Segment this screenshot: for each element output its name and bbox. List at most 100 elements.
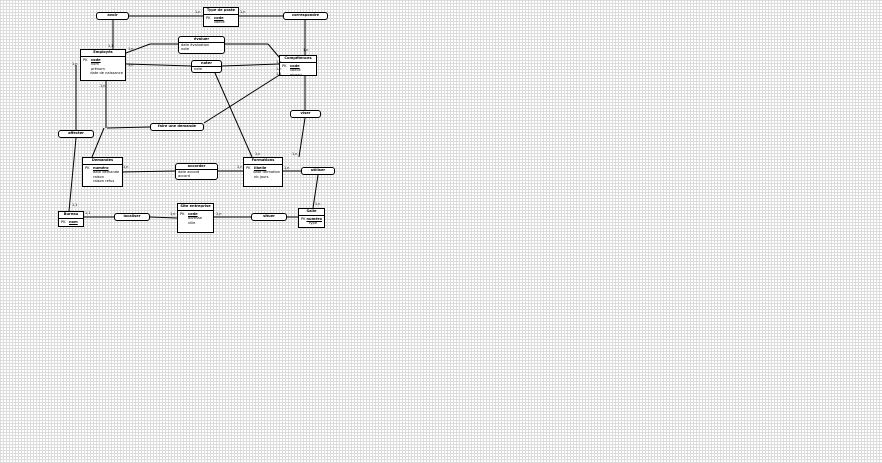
cardinality-label: 1,n	[303, 48, 309, 52]
cardinality-label: 1,n	[237, 165, 243, 169]
relation-attribute: date accord	[178, 170, 200, 174]
cardinality-label: 1,1	[85, 211, 91, 215]
link-line-12	[298, 117, 306, 158]
attribute-key	[85, 179, 93, 184]
entity-title: Compétences	[280, 56, 316, 63]
link-line-13	[203, 73, 282, 124]
relation-localiser[interactable]: localiser	[114, 213, 150, 221]
relation-attribute: accord	[178, 174, 191, 179]
attribute-key	[206, 20, 214, 25]
cardinality-label: 1,n	[128, 63, 134, 67]
cardinality-label: 1,1	[108, 44, 114, 48]
attribute-name: type	[309, 221, 318, 226]
entity-attribute: raison refus	[85, 179, 120, 184]
attribute-key	[301, 221, 309, 226]
relation-affecter[interactable]: affecter	[58, 130, 94, 138]
entity-attribute: niveau	[282, 73, 314, 78]
attribute-name: date de naissance	[90, 71, 123, 76]
cardinality-label: 1,n	[292, 152, 298, 156]
cardinality-label: 1,1	[276, 72, 282, 76]
link-line-8	[125, 63, 192, 67]
cardinality-label: 1,n	[284, 166, 290, 170]
relation-title: correspondre	[291, 13, 320, 17]
attribute-key	[282, 73, 290, 78]
attribute-name: code	[214, 15, 224, 20]
attribute-name: numéro	[93, 165, 109, 170]
entity-title: Type de poste	[204, 8, 238, 15]
attribute-name: code	[290, 63, 300, 68]
attribute-name: libelle	[254, 165, 267, 170]
entity-attribute: date de naissance	[83, 71, 123, 76]
entity-attribute: libelle	[282, 68, 314, 73]
entity-attribute: prénom	[83, 67, 123, 72]
link-line-14	[106, 126, 151, 129]
attribute-key: PK	[301, 216, 306, 221]
relation-title: accorder	[176, 164, 217, 170]
entity-attribute: type	[301, 221, 322, 226]
entity-title: Formations	[244, 158, 282, 165]
attribute-name: nb jours	[254, 174, 269, 179]
attribute-name: niveau	[290, 72, 303, 77]
attribute-key: PK	[83, 57, 88, 62]
relation-utiliser[interactable]: utiliser	[301, 167, 335, 175]
attribute-name: libelle	[214, 20, 225, 25]
cardinality-label: 1,1	[72, 203, 78, 207]
attribute-key: PK	[282, 63, 287, 68]
attribute-key	[180, 221, 188, 226]
relation-title: avoir	[107, 13, 118, 17]
entity-attribute: nb jours	[246, 175, 280, 180]
entity-title: Site entreprise	[178, 204, 213, 211]
relation-title: situer	[263, 214, 275, 218]
attribute-name: code	[188, 211, 198, 216]
relation-title: utiliser	[310, 168, 326, 172]
attribute-key	[83, 71, 90, 76]
relation-correspondre[interactable]: correspondre	[283, 12, 328, 20]
attribute-name: raison refus	[93, 179, 115, 184]
relation-viser[interactable]: viser	[290, 110, 321, 118]
relation-avoir[interactable]: avoir	[96, 12, 129, 20]
entity-title: Salle	[299, 209, 324, 216]
attribute-name: date demande	[93, 170, 120, 175]
cardinality-label: 1,n	[72, 62, 78, 66]
attribute-name: adresse	[188, 216, 203, 221]
relation-faire-une-demande[interactable]: faire une demande	[150, 123, 204, 131]
entity-attribute: libelle	[206, 20, 236, 25]
link-line-7	[267, 43, 280, 58]
cardinality-label: 1,n	[100, 84, 106, 88]
entity-attribute: ville	[180, 221, 211, 226]
link-line-4	[125, 43, 151, 54]
link-line-9	[221, 63, 280, 67]
link-line-22	[312, 174, 319, 209]
attribute-name: raison	[93, 174, 105, 179]
relation-situer[interactable]: situer	[251, 213, 287, 221]
entity-attribute: adresse	[180, 216, 211, 221]
entity-title: Employés	[81, 50, 125, 57]
entity-title: Bureau	[59, 212, 83, 219]
relation-attribute: note	[181, 47, 190, 52]
relation-attribute: note	[194, 67, 203, 71]
attribute-key: PK	[85, 165, 90, 170]
entity-attribute: raison	[85, 175, 120, 180]
relation-title: viser	[300, 111, 311, 115]
